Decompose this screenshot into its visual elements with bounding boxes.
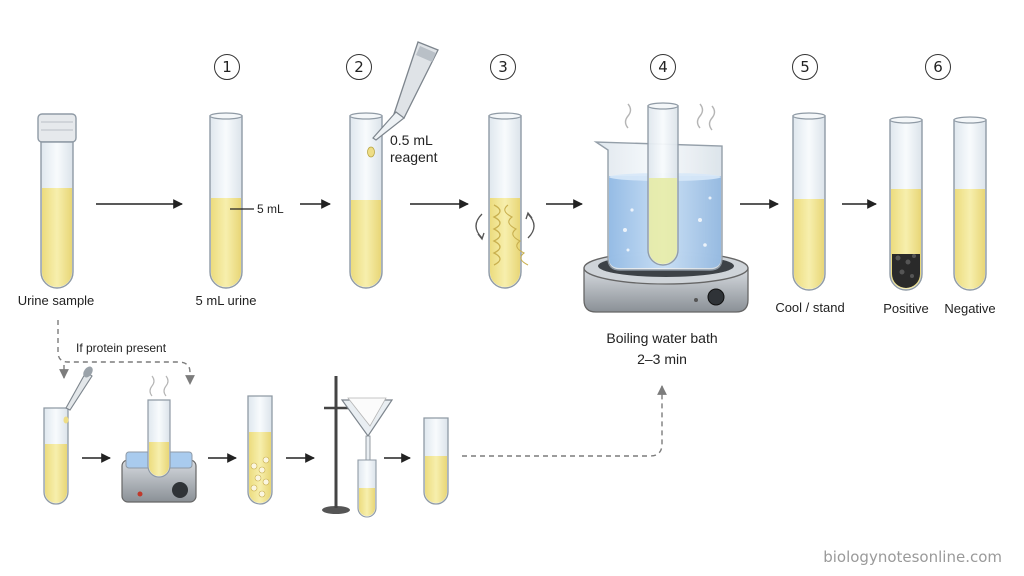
step-number-6: 6 xyxy=(925,54,951,80)
steam-icon xyxy=(624,103,716,131)
tube-step-5 xyxy=(792,112,826,291)
step-number-3: 3 xyxy=(490,54,516,80)
label-5ml-urine: 5 mL urine xyxy=(195,293,257,308)
label-cool-stand: Cool / stand xyxy=(775,300,845,315)
tube-negative xyxy=(953,116,987,291)
pipette-icon xyxy=(367,41,439,158)
label-reagent-amount: 0.5 mL xyxy=(390,132,433,148)
label-boiling: Boiling water bath 2–3 min xyxy=(606,328,717,370)
tube-step-2 xyxy=(349,112,383,289)
bottom-tube-precipitate xyxy=(247,395,273,505)
tube-positive xyxy=(889,116,923,291)
step-number-1: 1 xyxy=(214,54,240,80)
label-negative: Negative xyxy=(944,301,996,316)
watermark: biologynotesonline.com xyxy=(823,548,1002,566)
bottom-tube-dropper xyxy=(43,366,93,505)
urine-sample-tube xyxy=(37,113,77,289)
small-hot-plate-bath xyxy=(121,375,197,503)
label-positive: Positive xyxy=(883,301,929,316)
dashed-branch-arrow xyxy=(57,320,667,457)
filter-stand-funnel xyxy=(322,376,394,518)
tube-step-3 xyxy=(488,112,529,289)
step-number-5: 5 xyxy=(792,54,818,80)
tube-step-1 xyxy=(209,112,254,289)
step-number-4: 4 xyxy=(650,54,676,80)
label-5ml-mark: 5 mL xyxy=(257,202,284,216)
tube-in-bath xyxy=(647,102,679,266)
swirl-icon xyxy=(475,211,535,241)
label-if-protein-present: If protein present xyxy=(76,341,167,355)
label-reagent: 0.5 mL reagent xyxy=(390,132,437,166)
label-reagent-word: reagent xyxy=(390,149,438,165)
label-boiling-water-bath: Boiling water bath xyxy=(606,330,718,346)
bottom-tube-filtrate xyxy=(423,417,449,505)
label-urine-sample: Urine sample xyxy=(17,293,95,308)
step-number-2: 2 xyxy=(346,54,372,80)
label-boiling-time: 2–3 min xyxy=(637,351,687,367)
